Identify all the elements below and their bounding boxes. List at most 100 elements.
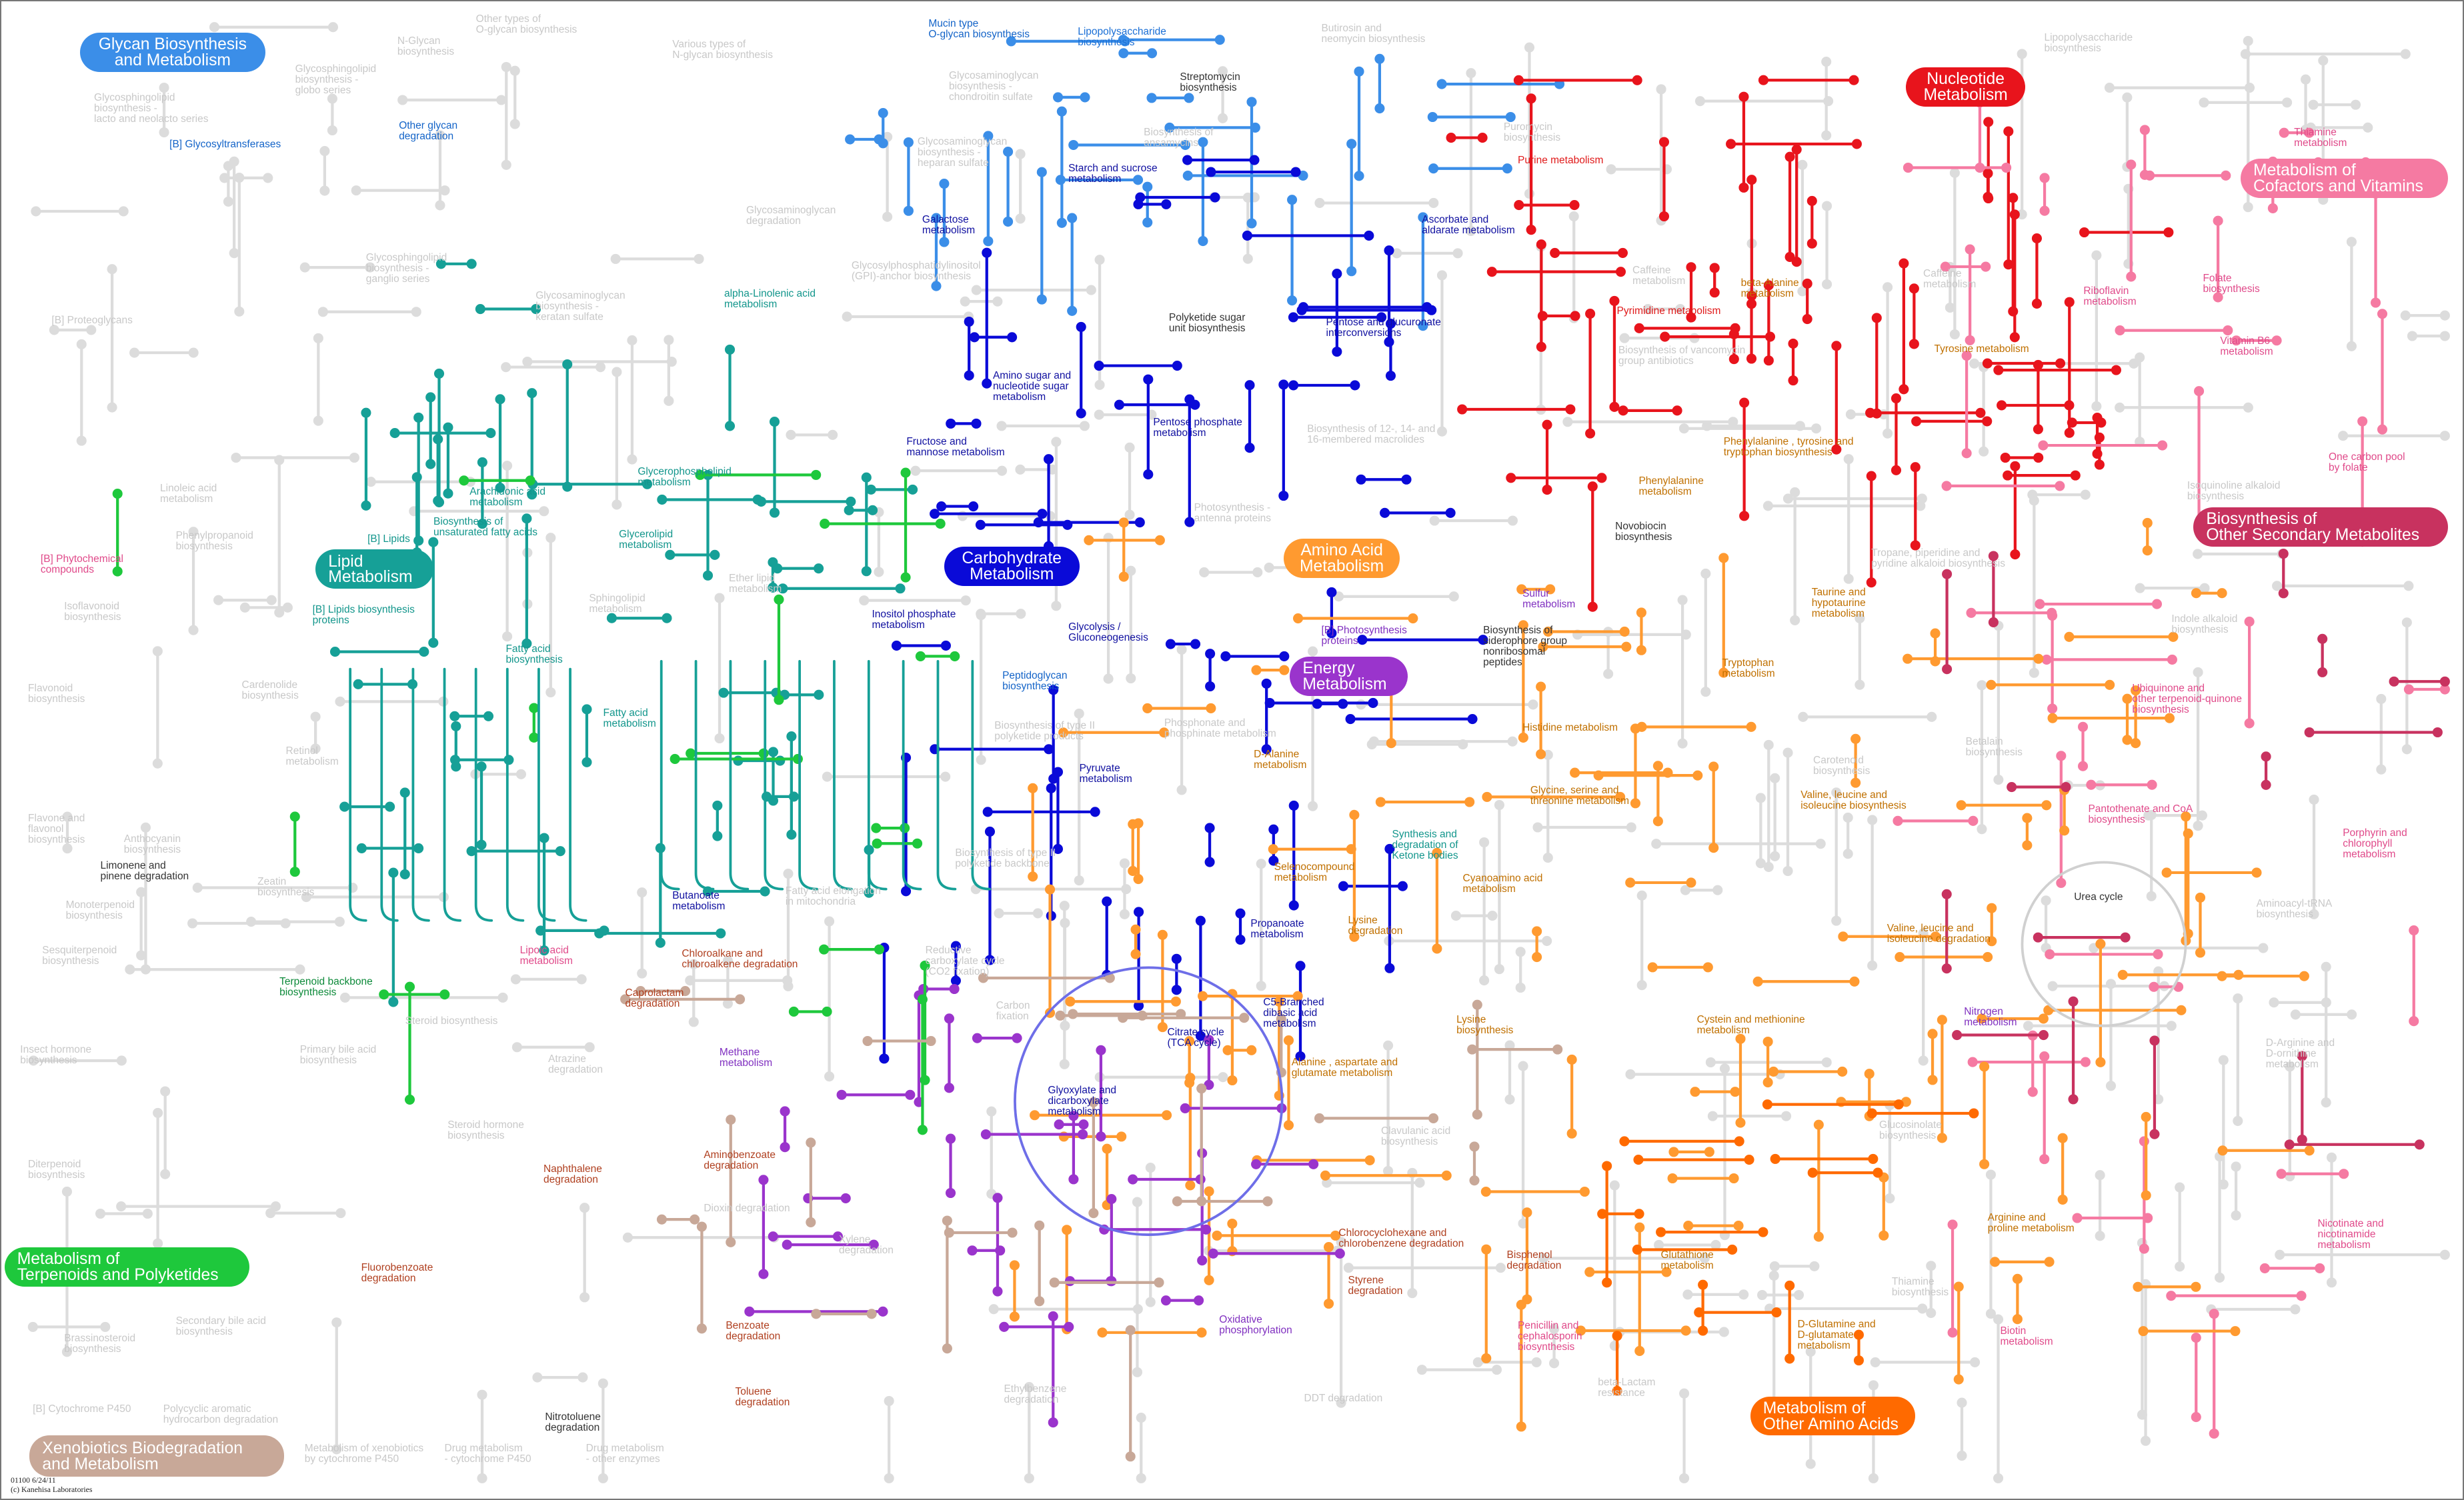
compound-node[interactable] (61, 1186, 72, 1197)
compound-node[interactable] (1807, 1167, 1818, 1178)
compound-node[interactable] (714, 593, 725, 603)
compound-node[interactable] (769, 507, 780, 518)
compound-node[interactable] (118, 206, 129, 217)
compound-node[interactable] (1702, 962, 1713, 973)
compound-node[interactable] (1842, 849, 1853, 859)
compound-node[interactable] (428, 537, 439, 547)
compound-node[interactable] (1003, 147, 1014, 157)
compound-node[interactable] (310, 711, 321, 722)
compound-node[interactable] (1482, 791, 1492, 802)
compound-node[interactable] (606, 613, 617, 623)
compound-node[interactable] (2166, 1291, 2177, 1301)
compound-node[interactable] (744, 1306, 755, 1317)
compound-node[interactable] (866, 1309, 877, 1319)
compound-node[interactable] (1866, 471, 1877, 481)
compound-node[interactable] (1899, 384, 1909, 395)
compound-node[interactable] (1184, 1036, 1195, 1047)
compound-node[interactable] (2047, 981, 2058, 991)
compound-node[interactable] (1735, 1033, 1746, 1044)
pathway-label-g-phosphonate[interactable]: Phosphonate and phosphinate metabolism (1164, 717, 1276, 739)
compound-node[interactable] (2243, 202, 2253, 213)
compound-node[interactable] (1056, 106, 1067, 117)
compound-node[interactable] (579, 1203, 590, 1213)
compound-node[interactable] (2126, 159, 2137, 170)
compound-node[interactable] (95, 1208, 106, 1219)
compound-node[interactable] (2278, 549, 2289, 559)
compound-node[interactable] (1068, 1174, 1079, 1185)
compound-node[interactable] (2297, 1051, 2307, 1061)
compound-node[interactable] (1700, 687, 1711, 697)
compound-node[interactable] (2070, 470, 2081, 481)
compound-node[interactable] (1883, 428, 1893, 439)
pathway-label-g-steroid-h[interactable]: Steroid hormone biosynthesis (447, 1119, 524, 1141)
compound-node[interactable] (978, 973, 989, 983)
compound-node[interactable] (1763, 861, 1774, 872)
compound-node[interactable] (688, 1017, 699, 1027)
compound-node[interactable] (1494, 964, 1504, 975)
compound-node[interactable] (2244, 83, 2255, 93)
compound-node[interactable] (1472, 999, 1482, 1010)
compound-node[interactable] (435, 200, 445, 211)
pathway-label-mucin[interactable]: Mucin type O-glycan biosynthesis (928, 17, 1030, 40)
compound-node[interactable] (501, 159, 511, 170)
compound-node[interactable] (1661, 1267, 1672, 1277)
pathway-label-g-indole[interactable]: Indole alkaloid biosynthesis (2171, 613, 2238, 636)
compound-node[interactable] (2191, 1333, 2201, 1343)
compound-node[interactable] (950, 975, 961, 986)
compound-node[interactable] (129, 347, 140, 358)
compound-node[interactable] (2017, 49, 2027, 59)
compound-node[interactable] (712, 831, 723, 841)
compound-node[interactable] (1180, 139, 1191, 151)
compound-node[interactable] (2377, 309, 2388, 319)
compound-node[interactable] (1324, 1242, 1334, 1253)
compound-node[interactable] (2357, 416, 2368, 427)
compound-node[interactable] (1051, 437, 1062, 447)
compound-node[interactable] (1570, 767, 1580, 778)
pathway-label-pantothenate[interactable]: Pantothenate and CoA biosynthesis (2088, 803, 2193, 826)
compound-node[interactable] (1579, 1186, 1590, 1197)
pathway-label-glutathione[interactable]: Glutathione metabolism (1660, 1249, 1714, 1272)
compound-node[interactable] (1930, 931, 1941, 942)
compound-node[interactable] (1988, 551, 1999, 561)
compound-node[interactable] (1855, 613, 1865, 623)
compound-node[interactable] (1918, 1055, 1929, 1066)
compound-node[interactable] (1552, 1044, 1563, 1055)
compound-node[interactable] (2271, 335, 2282, 346)
compound-node[interactable] (664, 335, 674, 345)
compound-node[interactable] (1587, 601, 1598, 612)
compound-node[interactable] (1885, 1193, 1895, 1204)
compound-node[interactable] (1993, 365, 2004, 375)
compound-node[interactable] (1467, 1044, 1478, 1055)
pathway-label-g-xeno-p450[interactable]: Metabolism of xenobiotics by cytochrome … (304, 1443, 424, 1465)
compound-node[interactable] (1831, 444, 1842, 455)
compound-node[interactable] (1133, 818, 1144, 829)
compound-node[interactable] (1146, 48, 1158, 59)
compound-node[interactable] (774, 594, 784, 605)
compound-node[interactable] (1636, 980, 1647, 991)
compound-node[interactable] (2279, 127, 2289, 138)
compound-node[interactable] (1276, 1013, 1286, 1024)
compound-node[interactable] (945, 1133, 956, 1144)
compound-node[interactable] (1125, 1451, 1136, 1462)
compound-node[interactable] (878, 107, 888, 119)
compound-node[interactable] (1822, 279, 1832, 289)
compound-node[interactable] (868, 1239, 879, 1250)
compound-node[interactable] (1993, 1473, 2004, 1483)
compound-node[interactable] (662, 613, 672, 623)
compound-node[interactable] (361, 407, 371, 418)
compound-node[interactable] (435, 130, 445, 141)
compound-node[interactable] (1190, 399, 1200, 410)
compound-node[interactable] (1034, 1296, 1045, 1307)
compound-node[interactable] (903, 137, 914, 148)
compound-node[interactable] (1609, 401, 1620, 412)
compound-node[interactable] (1694, 96, 1705, 107)
compound-node[interactable] (1680, 1325, 1691, 1336)
compound-node[interactable] (2339, 1169, 2349, 1179)
compound-node[interactable] (2064, 631, 2075, 642)
compound-node[interactable] (1953, 1374, 1964, 1385)
compound-node[interactable] (1015, 149, 1026, 159)
compound-node[interactable] (1698, 1325, 1708, 1336)
compound-node[interactable] (1059, 1059, 1070, 1069)
compound-node[interactable] (274, 607, 285, 618)
compound-node[interactable] (786, 731, 797, 742)
